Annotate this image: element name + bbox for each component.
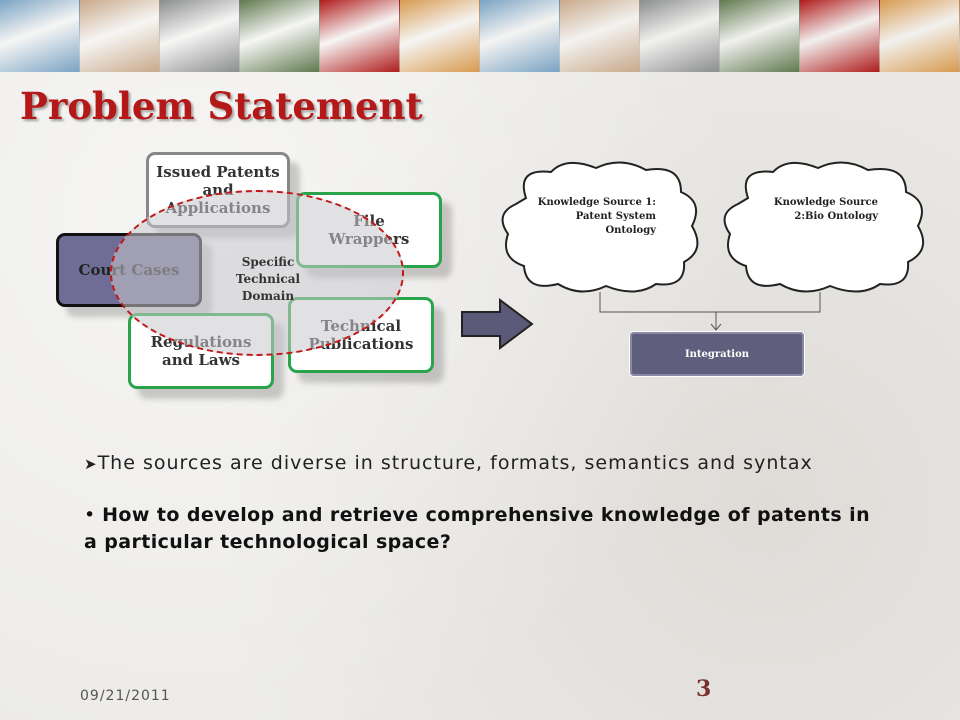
right-arrow-icon	[461, 298, 534, 350]
stanford-logo-photo	[800, 0, 880, 72]
golden-gate-bridge-photo	[0, 0, 80, 72]
cloud-shape-2	[723, 161, 925, 293]
stanford-logo-photo	[320, 0, 400, 72]
dot-bullet-icon: •	[84, 504, 103, 526]
pine-trees-photo	[240, 0, 320, 72]
keyboard-hands-photo	[560, 0, 640, 72]
specific-domain-label: Specific Technical Domain	[235, 255, 301, 303]
bullet-item-2: • How to develop and retrieve comprehens…	[84, 502, 870, 556]
arrow-bullet-icon: ➤	[84, 455, 98, 473]
integration-connector	[599, 292, 821, 331]
wheelchair-photo	[160, 0, 240, 72]
golden-gate-bridge-photo	[480, 0, 560, 72]
knowledge-source-1-label: Knowledge Source 1: Patent System Ontolo…	[537, 197, 656, 236]
cloud-shape-1	[501, 161, 699, 293]
slide-date: 09/21/2011	[80, 688, 171, 704]
wheelchair-photo	[640, 0, 720, 72]
slide-title: Problem Statement	[20, 84, 423, 128]
page-number: 3	[696, 676, 712, 702]
keyboard-hands-photo	[80, 0, 160, 72]
knowledge-source-2-label: Knowledge Source 2:Bio Ontology	[773, 197, 878, 222]
pine-trees-photo	[720, 0, 800, 72]
integration-label: Integration	[684, 348, 750, 360]
bullet-2-text: How to develop and retrieve comprehensiv…	[84, 504, 870, 553]
technical-domain-circle	[110, 190, 404, 356]
photo-banner	[0, 0, 960, 72]
sunset-marsh-photo	[880, 0, 960, 72]
bullet-list: ➤The sources are diverse in structure, f…	[84, 450, 870, 556]
bullet-item-1: ➤The sources are diverse in structure, f…	[84, 450, 870, 478]
sunset-marsh-photo	[400, 0, 480, 72]
integration-box: Integration	[630, 332, 804, 376]
bullet-1-text: The sources are diverse in structure, fo…	[97, 452, 813, 474]
